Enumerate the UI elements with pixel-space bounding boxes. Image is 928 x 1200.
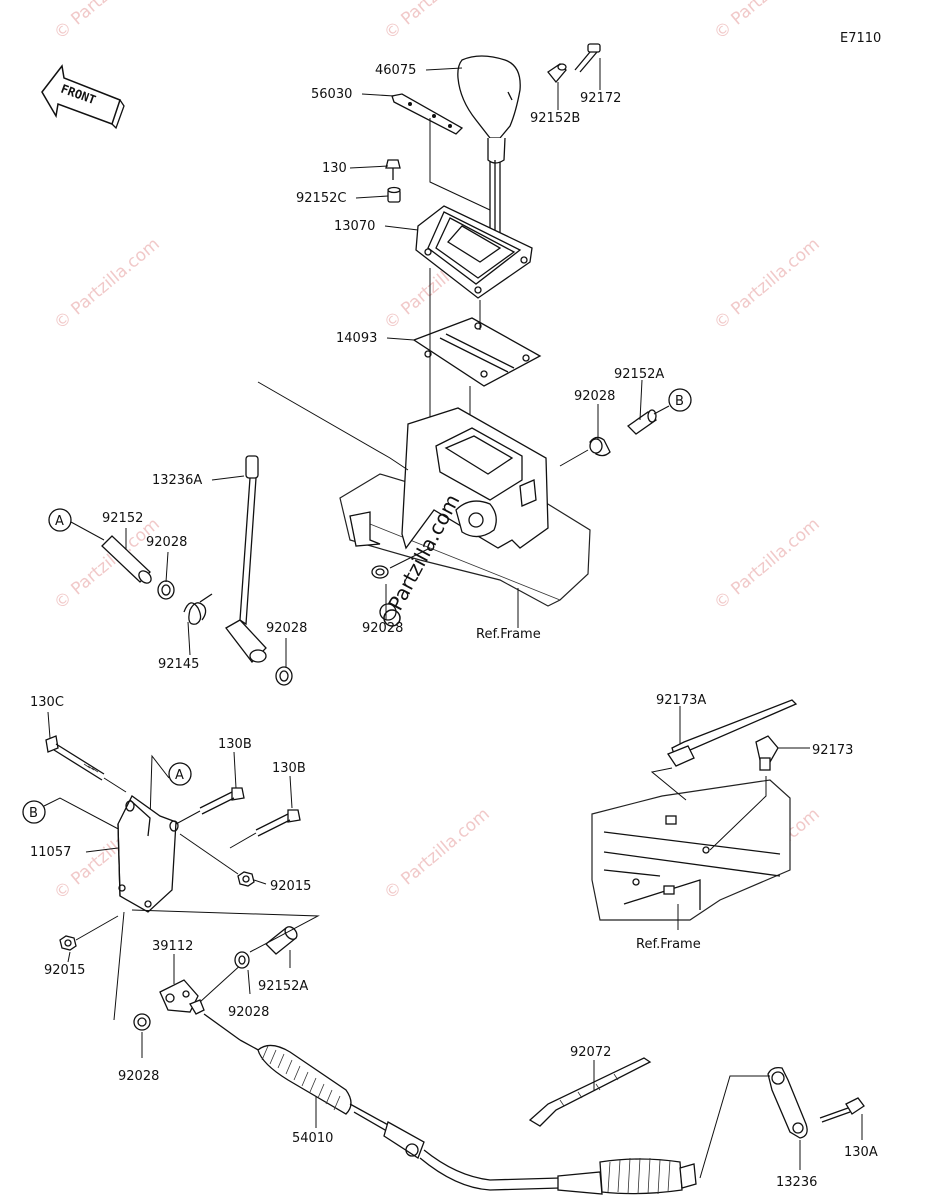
label-92028: 92028 (266, 621, 307, 636)
watermark: © Partzilla.com (50, 514, 163, 614)
shift-knob (457, 55, 521, 240)
nut-92015 (59, 915, 119, 951)
label-14093: 14093 (336, 331, 377, 346)
callout-b-icon: B (653, 388, 692, 415)
label-92015: 92015 (44, 963, 85, 978)
label-92152: 92152 (102, 511, 143, 526)
label-92028: 92028 (146, 535, 187, 550)
bushing-92028 (275, 666, 293, 686)
label-92028: 92028 (118, 1069, 159, 1084)
diagram-code: E7110 (840, 31, 881, 46)
label-92172: 92172 (580, 91, 621, 106)
callout-a-icon: A (149, 754, 192, 821)
bracket-11057 (117, 795, 179, 913)
spring-92145 (183, 593, 213, 625)
joint-39112 (159, 961, 245, 1015)
copyright-icon (383, 609, 401, 627)
label-92015: 92015 (270, 879, 311, 894)
callout-b: B (675, 394, 684, 409)
callout-b-icon: B (22, 797, 125, 833)
label-92072: 92072 (570, 1045, 611, 1060)
bushing-92028 (133, 1013, 151, 1031)
label-92028: 92028 (228, 1005, 269, 1020)
nut-92015 (179, 833, 255, 887)
label-ref-frame: Ref.Frame (476, 627, 541, 642)
arm-13236 (699, 1066, 808, 1179)
label-13236: 13236 (776, 1175, 817, 1190)
plate-56030 (391, 93, 491, 211)
shift-lever-13236A (225, 455, 267, 663)
collar-92152A (265, 926, 298, 955)
clip-92173 (755, 735, 779, 771)
label-46075: 46075 (375, 63, 416, 78)
callout-a: A (175, 768, 184, 783)
callout-b: B (29, 806, 38, 821)
label-ref-frame: Ref.Frame (636, 937, 701, 952)
part-labels: 46075 56030 92172 92152B 130 92152C 1307… (30, 63, 878, 1190)
bushing-92028 (589, 436, 611, 457)
bolt-130A (819, 1097, 865, 1123)
label-92152B: 92152B (530, 111, 580, 126)
label-39112: 39112 (152, 939, 193, 954)
shift-bracket (257, 381, 591, 607)
front-arrow-icon: FRONT (41, 64, 125, 130)
bushing-92028 (234, 951, 250, 969)
label-13070: 13070 (334, 219, 375, 234)
watermark: © Partzilla.com (50, 0, 163, 44)
gasket-14093 (412, 268, 542, 450)
label-130A: 130A (844, 1145, 878, 1160)
label-92152A: 92152A (614, 367, 664, 382)
leader-lines (47, 58, 863, 1170)
label-92152C: 92152C (296, 191, 346, 206)
label-92173A: 92173A (656, 693, 706, 708)
frame-lower-right (591, 767, 791, 921)
collar-92152 (101, 535, 152, 584)
callout-a-icon: A (48, 508, 105, 541)
label-130C: 130C (30, 695, 64, 710)
watermark: © Partzilla.com (380, 0, 493, 44)
watermark: © Partzilla.com (380, 804, 493, 904)
label-92028: 92028 (362, 621, 403, 636)
bolt-92172 (574, 43, 601, 73)
watermark: © Partzilla.com (710, 514, 823, 614)
label-92173: 92173 (812, 743, 853, 758)
tie-92072 (528, 1057, 652, 1127)
collar-92152B (547, 63, 567, 84)
label-13236A: 13236A (152, 473, 202, 488)
label-11057: 11057 (30, 845, 71, 860)
bolt-130B (229, 809, 301, 849)
cover-13070 (415, 205, 533, 299)
watermark: © Partzilla.com (710, 234, 823, 334)
bolt-130C (45, 735, 127, 793)
bolt-130B (175, 787, 245, 825)
bushing-92028 (157, 580, 175, 600)
watermark: © Partzilla.com (710, 0, 823, 44)
collar-92152A (626, 409, 658, 435)
tie-92173A (667, 699, 798, 767)
label-92145: 92145 (158, 657, 199, 672)
label-130B: 130B (272, 761, 306, 776)
label-92028: 92028 (574, 389, 615, 404)
watermark: © Partzilla.com (50, 234, 163, 334)
label-56030: 56030 (311, 87, 352, 102)
label-130: 130 (322, 161, 347, 176)
label-92152A: 92152A (258, 979, 308, 994)
label-54010: 54010 (292, 1131, 333, 1146)
collar-92152C (387, 186, 401, 203)
bolt-130 (385, 159, 401, 180)
bushing-92028 (371, 547, 431, 621)
label-130B: 130B (218, 737, 252, 752)
callout-a: A (55, 514, 64, 529)
cable-54010 (203, 1013, 697, 1195)
